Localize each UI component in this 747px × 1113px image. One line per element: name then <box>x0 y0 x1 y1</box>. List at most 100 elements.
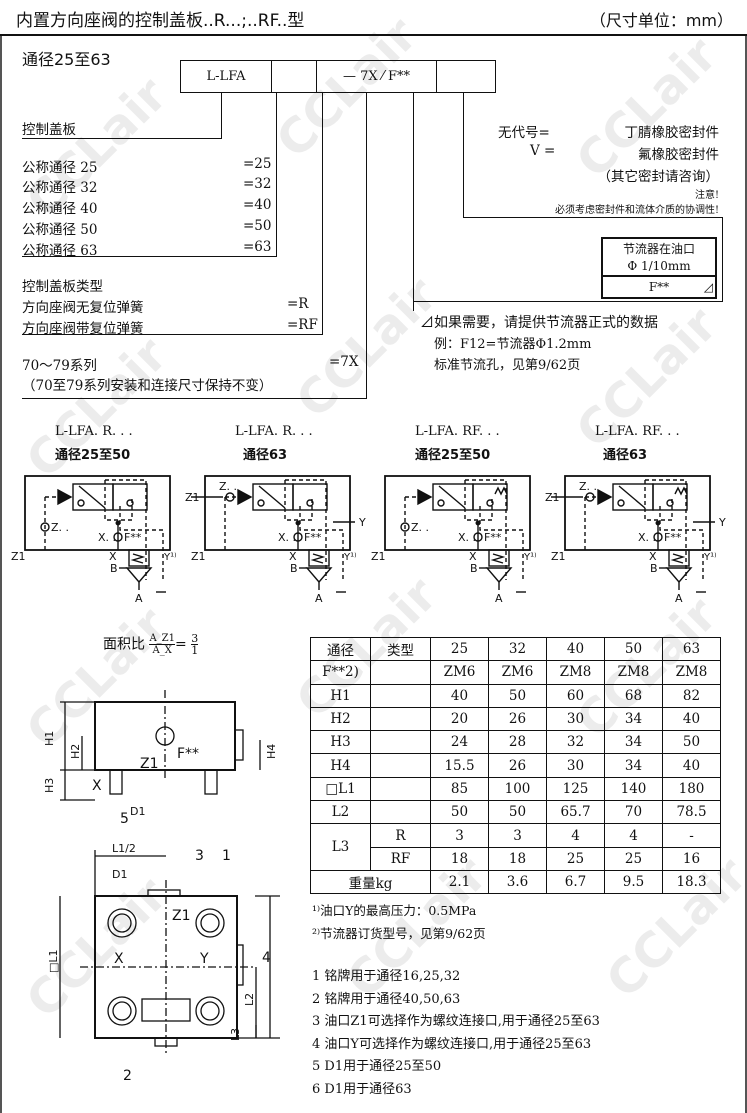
area-ratio-label: 面积比 <box>103 636 145 653</box>
cover-label: 控制盖板 <box>22 122 76 138</box>
seal-code: V = <box>530 143 556 159</box>
frame-right <box>745 36 747 1113</box>
size-label: 公称通径 25 <box>22 160 98 176</box>
row-label: H4 <box>310 753 371 778</box>
symbol-model: L-LFA. R. . . <box>55 424 133 439</box>
label-x-port: X <box>469 550 477 563</box>
label-a: A <box>135 592 143 605</box>
label-d1: D1 <box>112 868 127 881</box>
cell: 82 <box>662 683 721 708</box>
code-box-1: L-LFA <box>180 60 272 93</box>
cell: 100 <box>488 776 547 802</box>
seal-other: （其它密封请咨询） <box>597 169 720 185</box>
legend-item: 5 D1用于通径25至50 <box>312 1059 442 1074</box>
cell: 28 <box>488 730 547 755</box>
throttle-line1: 节流器在油口 <box>622 242 695 256</box>
label-y-side: Y <box>718 516 726 529</box>
cell: ZM8 <box>604 660 663 685</box>
row-label: 重量kg <box>310 869 431 895</box>
label-z1: Z1 <box>191 550 206 563</box>
label-y: Y¹⁾ <box>343 552 357 563</box>
series-note: （70至79系列安装和连接尺寸保持不变） <box>22 378 273 394</box>
cell: ZM8 <box>546 660 605 685</box>
cell: 30 <box>546 706 605 732</box>
symbol-model: L-LFA. RF. . . <box>415 424 500 439</box>
label-y: Y <box>199 951 209 967</box>
symbol-model: L-LFA. R. . . <box>235 424 313 439</box>
label-h4: H4 <box>265 744 278 759</box>
valve-symbol: Z. . Z1 X. . F** X Y¹⁾ B A <box>11 475 177 605</box>
cell: 20 <box>430 706 489 732</box>
cell: ZM6 <box>430 660 489 685</box>
cell: 26 <box>488 706 547 732</box>
area-value-num: 3 <box>191 632 199 645</box>
area-num: A_Z1 <box>149 633 175 645</box>
header-cell: 25 <box>430 636 489 662</box>
label-x: X <box>92 778 102 794</box>
legend-list: 1 铭牌用于通径16,25,32 2 铭牌用于通径40,50,63 3 油口Z1… <box>312 966 600 1101</box>
legend-item: 1 铭牌用于通径16,25,32 <box>312 969 461 984</box>
cell: 4 <box>546 823 605 848</box>
series-label: 70～79系列 <box>22 358 97 374</box>
label-a: A <box>675 592 683 605</box>
symbol-size: 通径25至50 <box>55 448 131 463</box>
symbol-size: 通径63 <box>243 448 288 463</box>
cell: 26 <box>488 753 547 778</box>
label-z1: Z1 <box>371 550 386 563</box>
cell: 16 <box>662 846 721 871</box>
label-x-port: X <box>289 550 297 563</box>
label-z: Z. . <box>51 521 69 534</box>
legend-item: 3 油口Z1可选择作为螺纹连接口,用于通径25至63 <box>312 1014 600 1029</box>
label-f: F** <box>177 746 199 762</box>
series-code: =7X <box>329 354 359 370</box>
throttle-line2: Φ 1/10mm <box>627 259 691 273</box>
cell: 34 <box>604 706 663 732</box>
size-code: =25 <box>243 156 272 172</box>
cell <box>370 776 431 802</box>
cell: 15.5 <box>430 753 489 778</box>
header-cell: 32 <box>488 636 547 662</box>
seal-code: 无代号= <box>498 125 550 141</box>
cell <box>370 730 431 755</box>
size-range-heading: 通径25至63 <box>22 50 111 69</box>
label-z1-side: Z1 <box>545 491 560 504</box>
cell: ZM8 <box>662 660 721 685</box>
label-z1: Z1 <box>140 756 159 772</box>
label-b: B <box>470 562 478 575</box>
cell: 18.3 <box>662 869 721 895</box>
row-label: H2 <box>310 706 371 732</box>
label-z: Z. . <box>579 480 597 493</box>
size-code: =40 <box>243 197 272 213</box>
cell: 3 <box>488 823 547 848</box>
cell: 30 <box>546 753 605 778</box>
seal-label: 氟橡胶密封件 <box>638 147 719 163</box>
label-z1: Z1 <box>172 908 191 924</box>
label-f: F** <box>124 531 142 544</box>
size-label: 公称通径 63 <box>22 243 98 259</box>
cell: 68 <box>604 683 663 708</box>
label-l3: L3 <box>229 1028 242 1041</box>
label-z1: Z1 <box>551 550 566 563</box>
label-f: F** <box>304 531 322 544</box>
label-5: 5 <box>120 811 129 827</box>
header-cell: 40 <box>546 636 605 662</box>
label-h3: H3 <box>43 778 56 793</box>
cell: ZM6 <box>488 660 547 685</box>
cell: 25 <box>604 846 663 871</box>
top-view <box>59 850 280 1055</box>
cell: 60 <box>546 683 605 708</box>
label-y: Y¹⁾ <box>703 552 717 563</box>
side-view <box>60 690 261 801</box>
label-y: Y¹⁾ <box>523 552 537 563</box>
footnote: ²⁾节流器订货型号，见第9/62页 <box>312 926 486 941</box>
frame-left <box>0 36 2 1113</box>
label-a: A <box>315 592 323 605</box>
cell: 4 <box>604 823 663 848</box>
attention-text: 必须考虑密封件和流体介质的协调性! <box>554 205 719 216</box>
